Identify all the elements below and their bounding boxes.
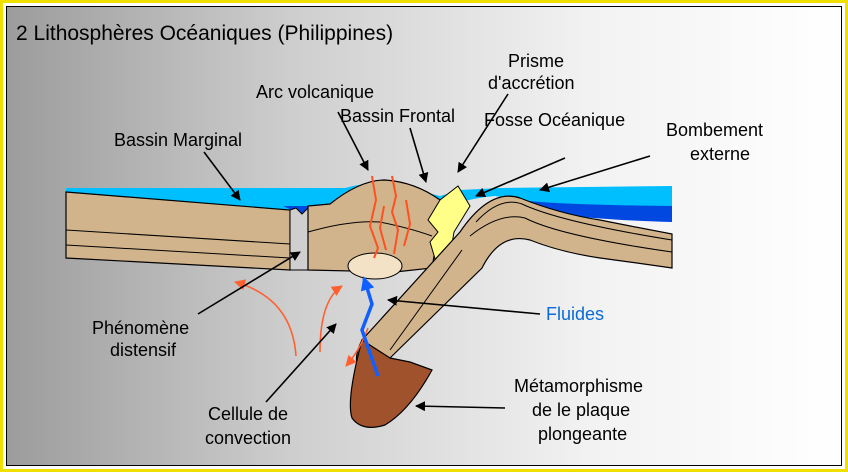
fluid-arrow — [360, 276, 380, 377]
label-fosse-oceanique: Fosse Océanique — [484, 110, 625, 130]
arrow-bombement — [539, 155, 651, 193]
label-cellule-1: Cellule de — [208, 404, 288, 424]
magma-conduits — [368, 175, 412, 259]
label-fluides: Fluides — [546, 304, 604, 324]
label-arc-volcanique: Arc volcanique — [256, 82, 374, 102]
arrow-metamorphisme — [415, 401, 506, 412]
label-metamorphisme-3: plongeante — [538, 424, 627, 444]
label-bassin-marginal: Bassin Marginal — [114, 130, 242, 150]
metamorphic-slab-tip — [349, 339, 433, 428]
arrow-fosse — [475, 157, 566, 198]
arrow-bassin-marginal — [203, 151, 241, 201]
marginal-basin-crust — [65, 191, 291, 271]
label-cellule-2: convection — [205, 428, 291, 448]
arrow-phenomene — [197, 251, 301, 315]
diagram-title: 2 Lithosphères Océaniques (Philippines) — [16, 22, 393, 45]
label-prisme-2: d'accrétion — [488, 73, 574, 93]
label-bassin-frontal: Bassin Frontal — [340, 106, 455, 126]
label-prisme-1: Prisme — [508, 51, 564, 71]
label-bombement-2: externe — [690, 144, 750, 164]
rift-gap — [289, 206, 309, 271]
arrow-bassin-frontal — [409, 127, 429, 183]
label-metamorphisme-2: de le plaque — [532, 400, 630, 420]
label-bombement-1: Bombement — [666, 120, 763, 140]
arrow-cellule — [265, 323, 337, 403]
label-phenomene-2: distensif — [110, 340, 177, 360]
arrow-prisme — [457, 93, 509, 173]
arrow-fluides — [387, 295, 541, 315]
arrow-arc-volcanique — [337, 111, 369, 171]
label-arrows — [197, 93, 651, 412]
label-metamorphisme-1: Métamorphisme — [514, 376, 643, 396]
convection-arrows — [234, 279, 369, 367]
label-phenomene-1: Phénomène — [92, 318, 189, 338]
